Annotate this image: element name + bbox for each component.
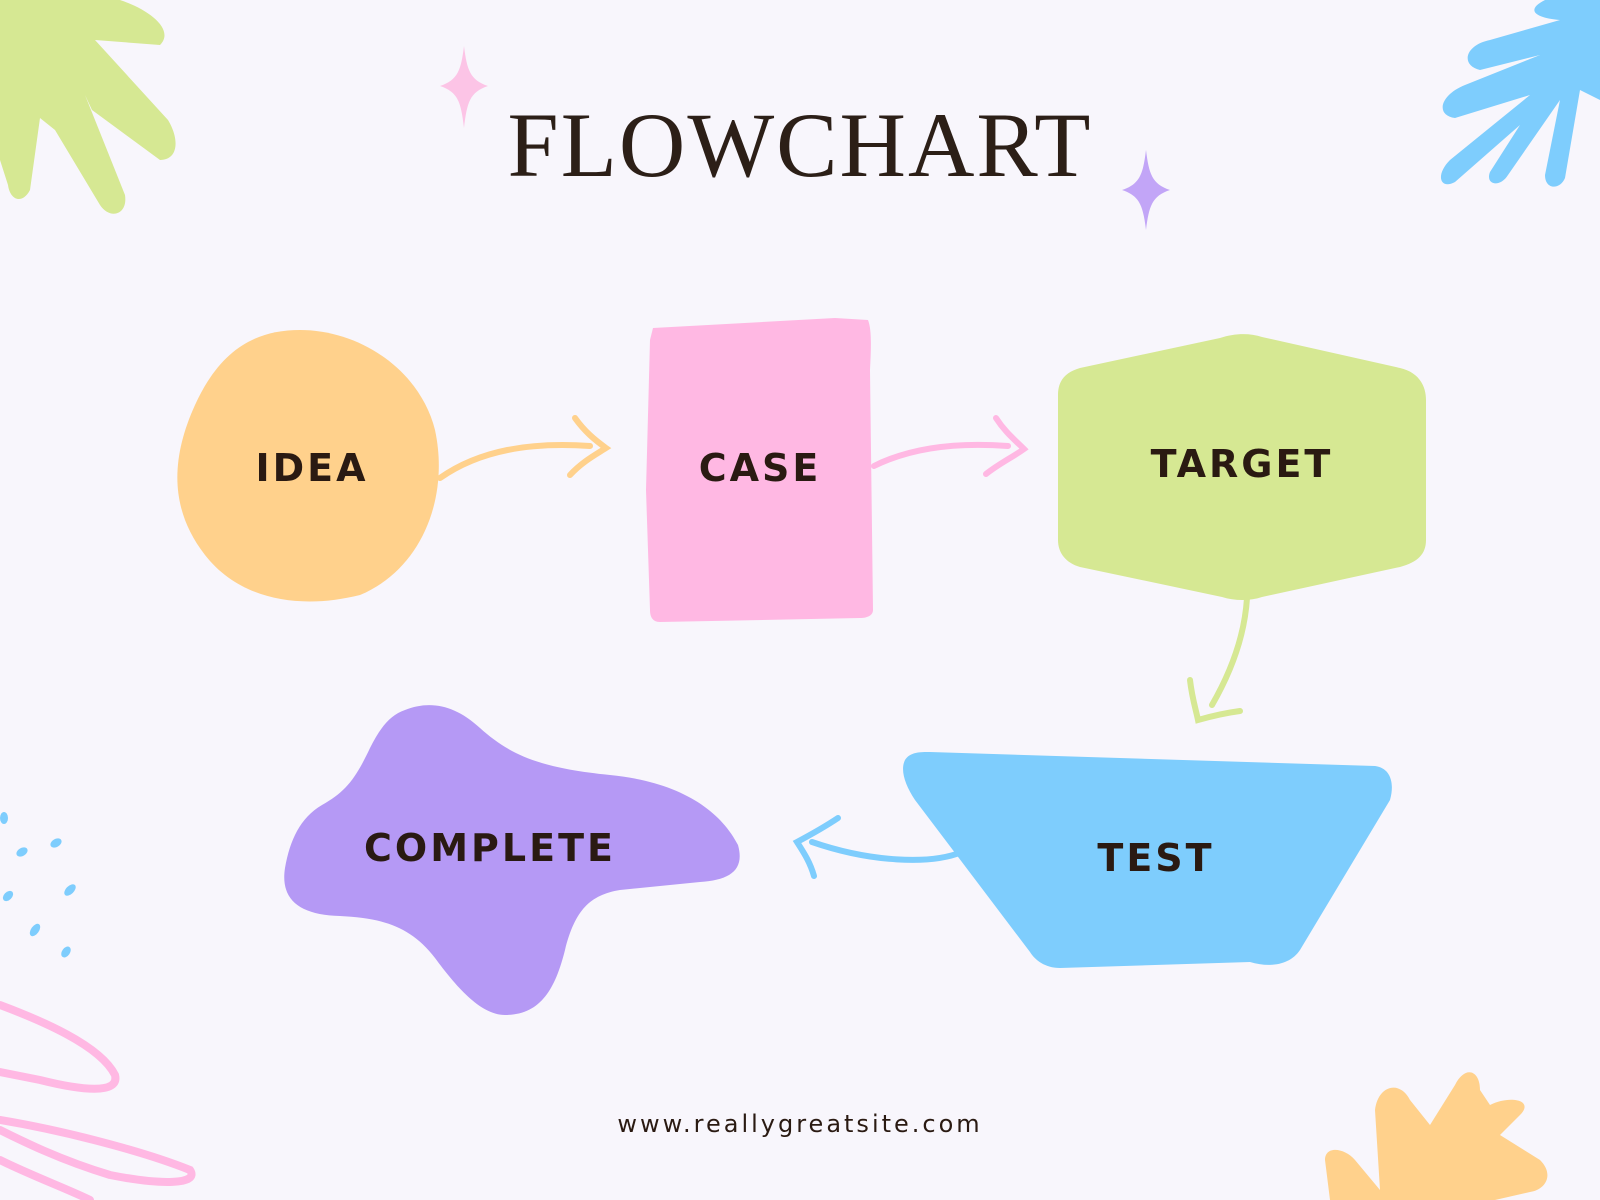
edge-target-to-test: [1187, 595, 1250, 724]
page-title: FLOWCHART: [507, 94, 1093, 196]
edge-idea-to-case: [437, 415, 612, 481]
decoration-left-dots: [0, 812, 76, 958]
edge-case-to-target: [871, 415, 1029, 477]
sparkle-pink-icon: [440, 46, 488, 128]
node-case-label: CASE: [698, 446, 822, 490]
node-target-label: TARGET: [1150, 442, 1334, 486]
decoration-bottom-right-leaf: [1325, 1072, 1548, 1200]
node-idea-circle: [177, 330, 439, 602]
node-test-trapezoid: [903, 752, 1392, 968]
decoration-bottom-left-leaf: [0, 1001, 196, 1200]
footer-website: www.reallygreatsite.com: [617, 1110, 983, 1138]
node-target-hexagon: [1058, 334, 1426, 600]
node-case-rectangle: [646, 318, 873, 622]
node-complete-blob: [284, 705, 740, 1015]
node-complete-label: COMPLETE: [364, 826, 616, 870]
edge-test-to-complete: [792, 815, 965, 879]
decoration-top-left-leaf: [0, 0, 176, 214]
sparkle-purple-icon: [1122, 150, 1170, 230]
decoration-top-right-leaf: [1440, 0, 1600, 187]
node-idea-label: IDEA: [255, 446, 369, 490]
node-test-label: TEST: [1097, 836, 1215, 880]
